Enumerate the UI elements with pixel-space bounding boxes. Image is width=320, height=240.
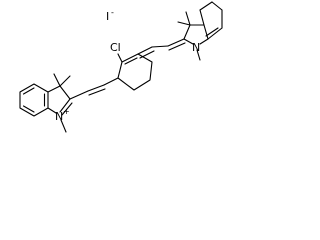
polymethine-chain (69, 77, 119, 100)
iodide-label: I (106, 10, 109, 23)
nitrogen-left-charge: + (63, 107, 70, 116)
nitrogen-left-label: N (55, 110, 63, 123)
exocyclic-chain (137, 38, 186, 59)
chlorocyclohexene-ring (117, 53, 153, 91)
iodide-charge: - (111, 8, 114, 17)
right-indoline (177, 1, 223, 61)
chlorine-label: Cl (110, 41, 121, 54)
left-indolium (19, 73, 73, 133)
molecule-drawing: I - Cl N + N (19, 1, 223, 133)
structure-diagram: I - Cl N + N (0, 0, 224, 163)
nitrogen-right-label: N (192, 41, 200, 54)
